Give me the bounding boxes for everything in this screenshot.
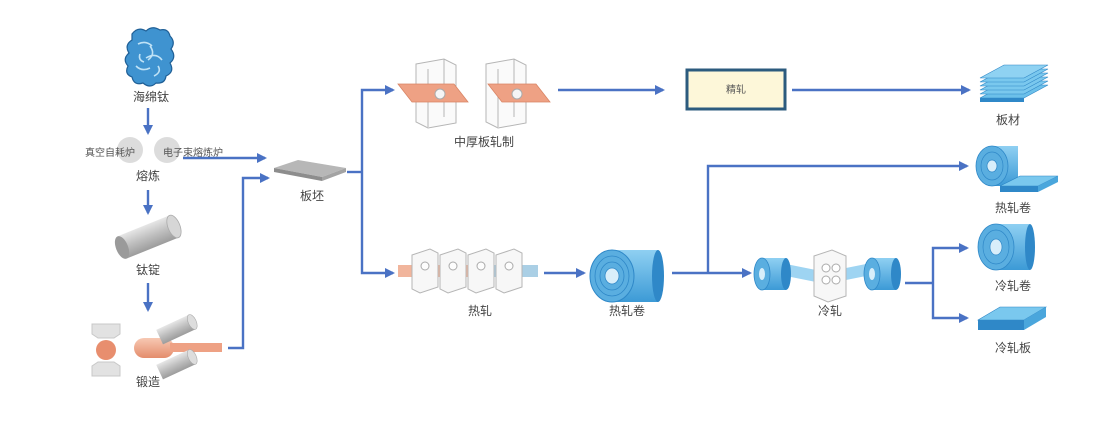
melting-node: 真空自耗炉 电子束熔炼炉 熔炼 [85,137,223,183]
plate-node: 板材 [979,64,1049,127]
cold-rolled-sheet-node: 冷轧板 [976,306,1048,355]
label-ingot: 钛锭 [136,262,160,277]
coil-icon [975,145,1018,187]
label-slab: 板坯 [300,189,324,203]
plate-stack-icon [999,175,1059,192]
plate-stack-icon [976,306,1048,330]
label-plate: 板材 [996,113,1020,127]
label-cold-rolling: 冷轧 [818,304,842,318]
label-cold-rolled-coil: 冷轧卷 [995,278,1031,293]
arrow-coldroll-to-coldsheet [931,283,969,323]
coil-icon [863,257,901,291]
label-sponge-titanium: 海绵钛 [133,89,169,104]
arrow-slab-to-medium [360,85,395,172]
connectors [143,85,971,350]
rolling-stand-icon [813,249,847,303]
forging-press-icon [91,314,222,380]
coil-icon [589,249,664,303]
ingot-node: 钛锭 [114,214,182,277]
hot-rolling-node: 热轧 [398,248,538,318]
label-hot-rolled-coil: 热轧卷 [609,303,645,318]
arrow-coil-to-hotcoil [706,161,969,273]
hot-rolled-coil-out-node: 热轧卷 [975,145,1059,215]
arrow-coldroll-to-coldcoil [931,243,969,283]
medium-thick-rolling-node: 中厚板轧制 [397,58,551,149]
label-hot-rolling: 热轧 [468,304,492,318]
ingot-cylinder-icon [114,214,182,259]
finish-rolling-box [685,68,787,111]
label-electron-beam-furnace: 电子束熔炼炉 [163,146,223,159]
arrow-slab-to-hotroll [360,172,395,278]
slab-node: 板坯 [274,160,346,203]
sponge-titanium-icon [124,27,175,87]
hot-rolled-coil-node: 热轧卷 [589,249,664,318]
label-forging: 锻造 [136,375,160,389]
coil-icon [753,257,791,291]
label-finish-rolling: 精轧 [726,83,746,96]
cold-rolling-node: 冷轧 [753,249,901,318]
finish-rolling-node: 精轧 [685,68,787,111]
furnace-circle-icon [154,137,180,163]
plate-stack-icon [979,64,1049,102]
label-melting: 熔炼 [136,168,160,183]
sponge-titanium-node: 海绵钛 [124,27,175,104]
coil-icon [977,223,1035,271]
furnace-circle-icon [117,137,143,163]
cold-rolled-coil-node: 冷轧卷 [977,223,1035,293]
label-medium-thick-rolling: 中厚板轧制 [454,134,514,149]
slab-icon [274,160,346,181]
forging-node: 锻造 [91,314,222,389]
label-hot-rolled-coil-out: 热轧卷 [995,200,1031,215]
arrow-forging-to-slab [228,173,270,350]
label-cold-rolled-sheet: 冷轧板 [995,341,1031,355]
rolling-stand-icon [411,248,523,294]
label-vacuum-arc-furnace: 真空自耗炉 [85,146,135,159]
